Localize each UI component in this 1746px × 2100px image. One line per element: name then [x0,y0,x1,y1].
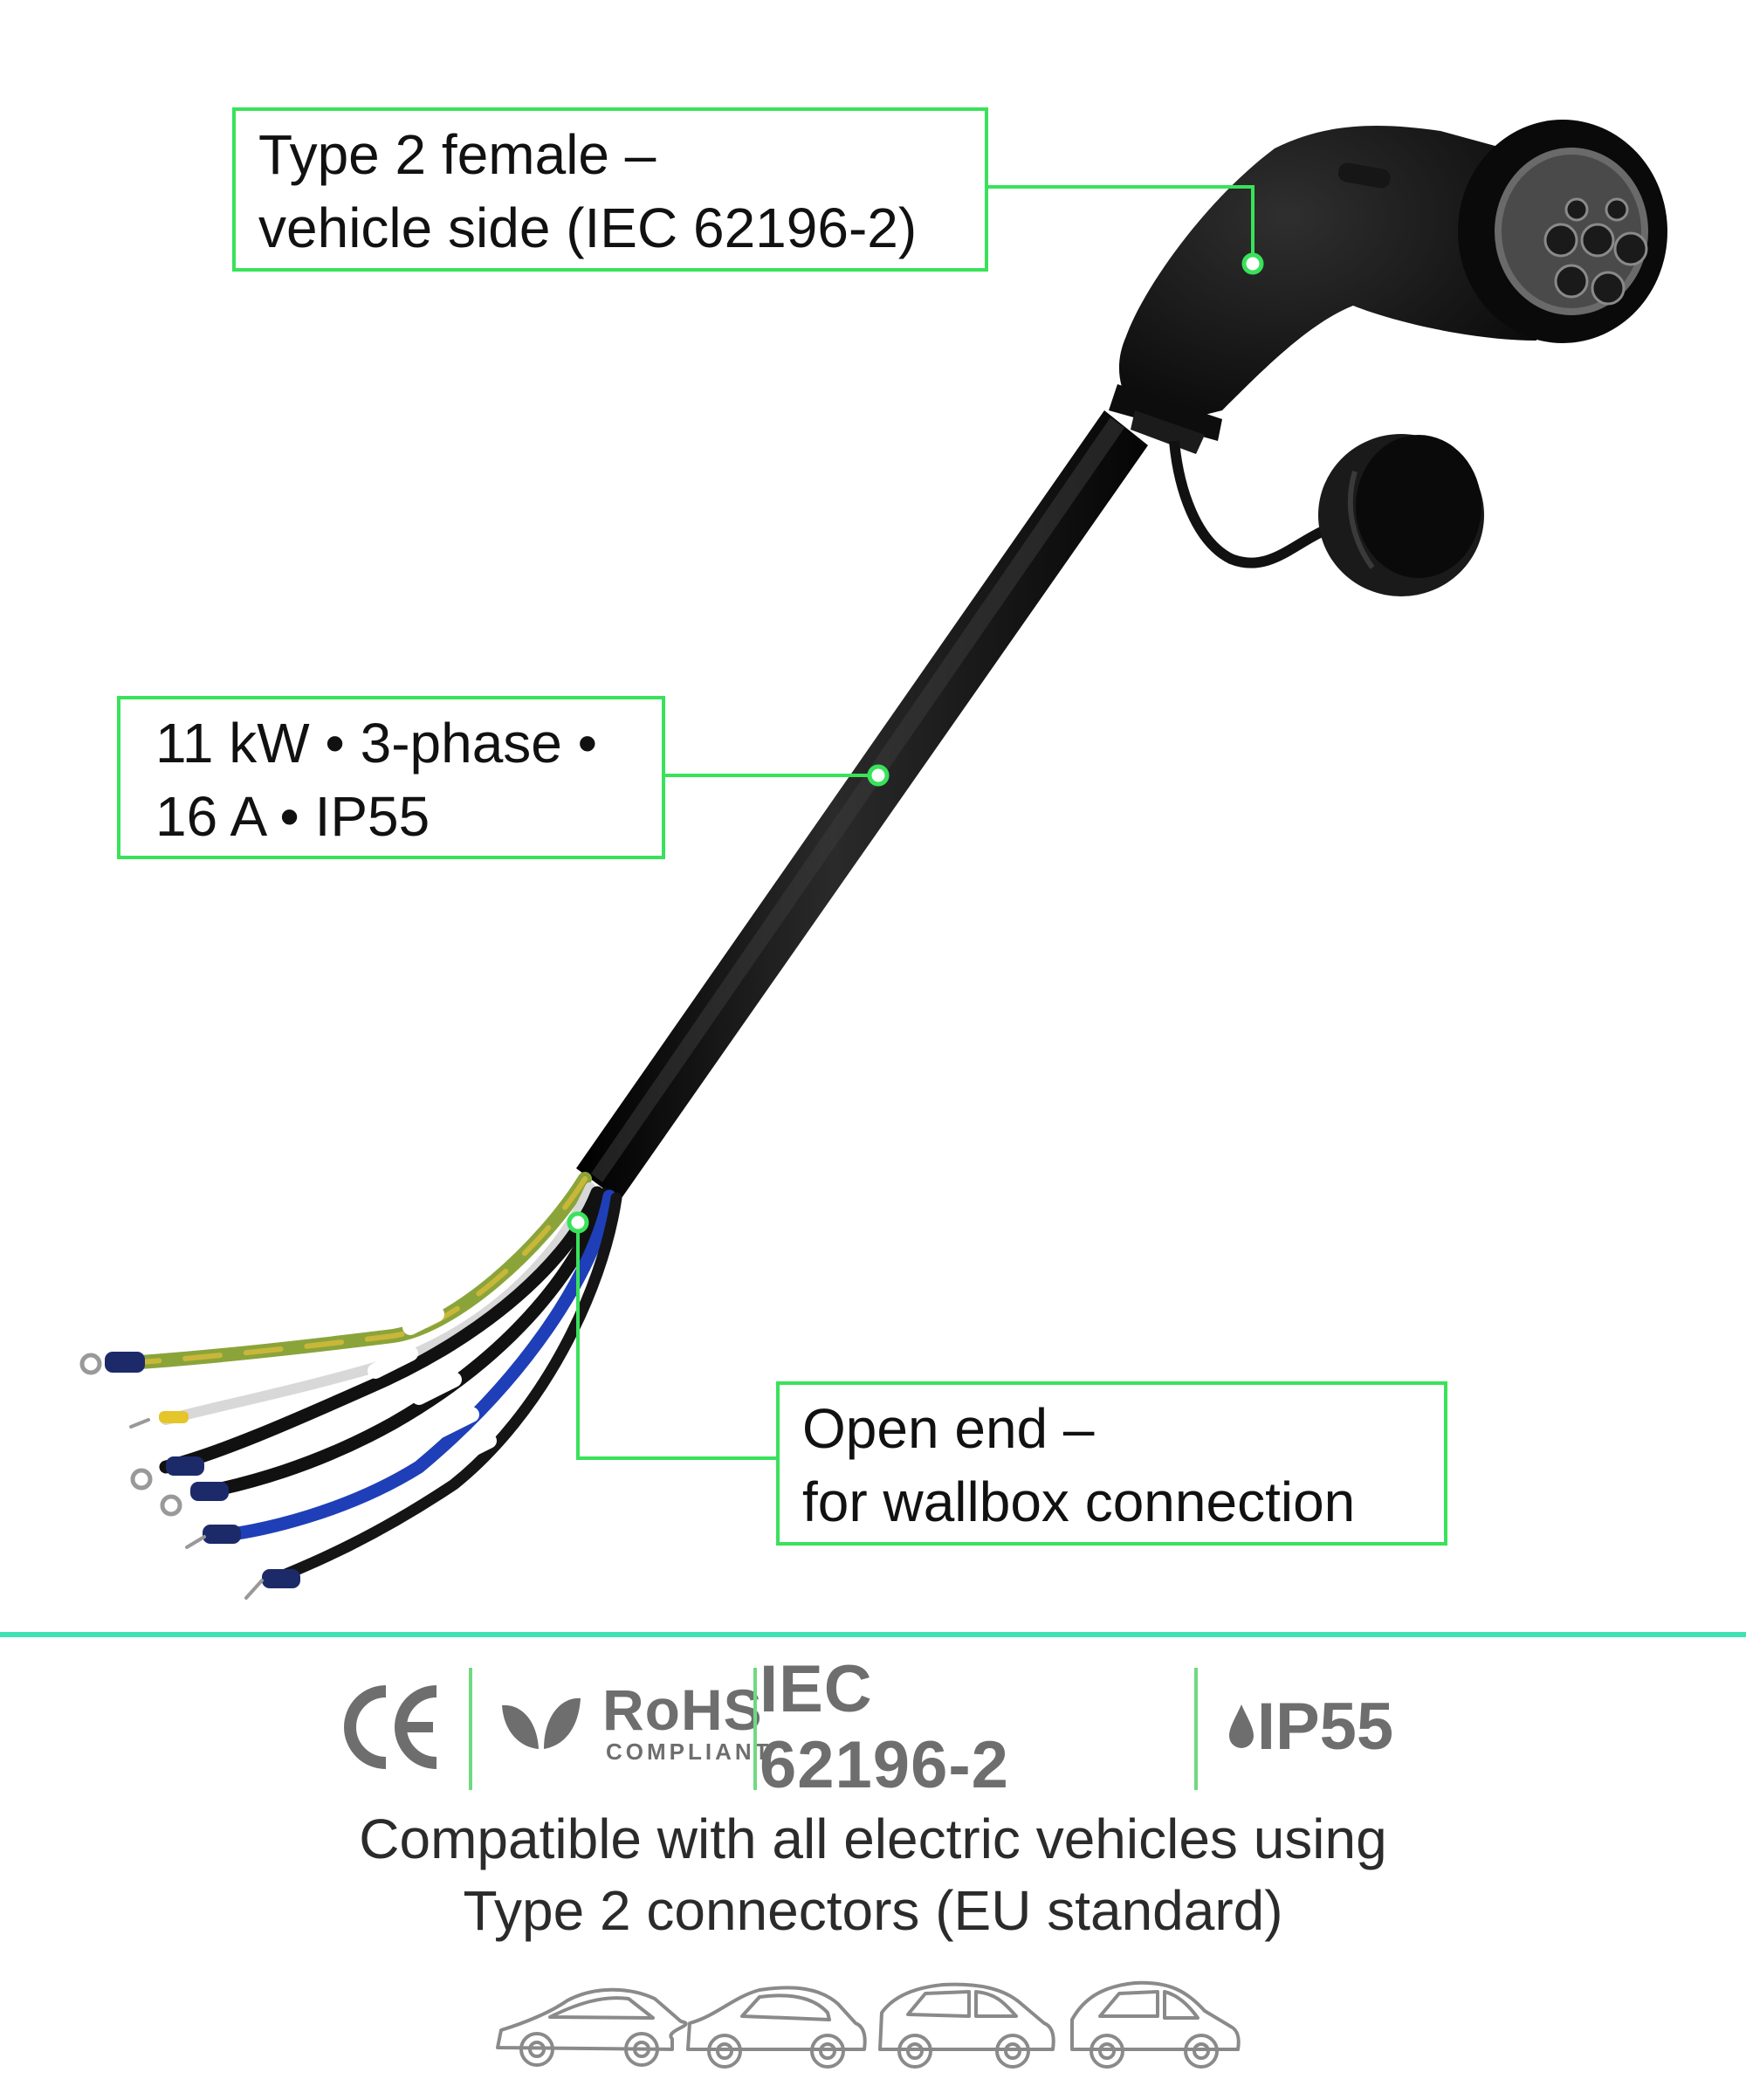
callout-connector-type: Type 2 female – vehicle side (IEC 62196-… [232,107,988,272]
car-icons-row [496,1980,1241,2069]
ip-rating-badge: IP55 [1213,1663,1406,1790]
callout-specs: 11 kW • 3-phase • 16 A • IP55 [117,696,665,859]
cert-separator [753,1668,757,1790]
connector-plug-icon [1109,120,1667,454]
vehicle-icons [480,1960,1266,2078]
ce-mark-icon [344,1684,437,1769]
section-divider [0,1632,1746,1637]
rohs-mark: RoHS COMPLIANT [485,1663,769,1790]
callout-open-end-line1: Open end – [802,1397,1095,1460]
callout-connector-line1: Type 2 female – [258,123,656,186]
water-drop-icon [1228,1704,1254,1748]
iec-standard-label: IEC 62196-2 [760,1651,1009,1802]
car-icon [1070,1980,1241,2069]
rohs-label: RoHS [602,1677,763,1742]
compatibility-text: Compatible with all electric vehicles us… [0,1803,1746,1946]
car-icon [686,1986,867,2069]
compatibility-line1: Compatible with all electric vehicles us… [359,1807,1387,1870]
rohs-text: RoHS COMPLIANT [602,1681,773,1765]
car-icon [878,1982,1055,2069]
cable-icon [576,410,1148,1201]
compatibility-line2: Type 2 connectors (EU standard) [463,1879,1283,1942]
wire-ends-icon [79,1172,622,1600]
cert-separator [1194,1668,1198,1790]
dust-cap-icon [1169,434,1484,596]
rohs-leaf-icon [502,1697,581,1749]
callout-leaders [576,185,1255,1460]
callout-open-end-line2: for wallbox connection [802,1470,1356,1533]
ip-rating-label: IP55 [1256,1690,1394,1764]
callout-specs-line2: 16 A • IP55 [155,785,430,848]
callout-open-end: Open end – for wallbox connection [776,1381,1447,1546]
callout-anchor-dots [567,252,1264,1234]
callout-connector-line2: vehicle side (IEC 62196-2) [258,196,918,259]
ce-mark [332,1663,454,1790]
cert-separator [469,1668,472,1790]
callout-specs-line1: 11 kW • 3-phase • [155,712,598,775]
rohs-compliant-label: COMPLIANT [606,1739,773,1765]
car-icon [496,1987,688,2067]
certification-row: RoHS COMPLIANT IEC 62196-2 IP55 [332,1651,1432,1802]
